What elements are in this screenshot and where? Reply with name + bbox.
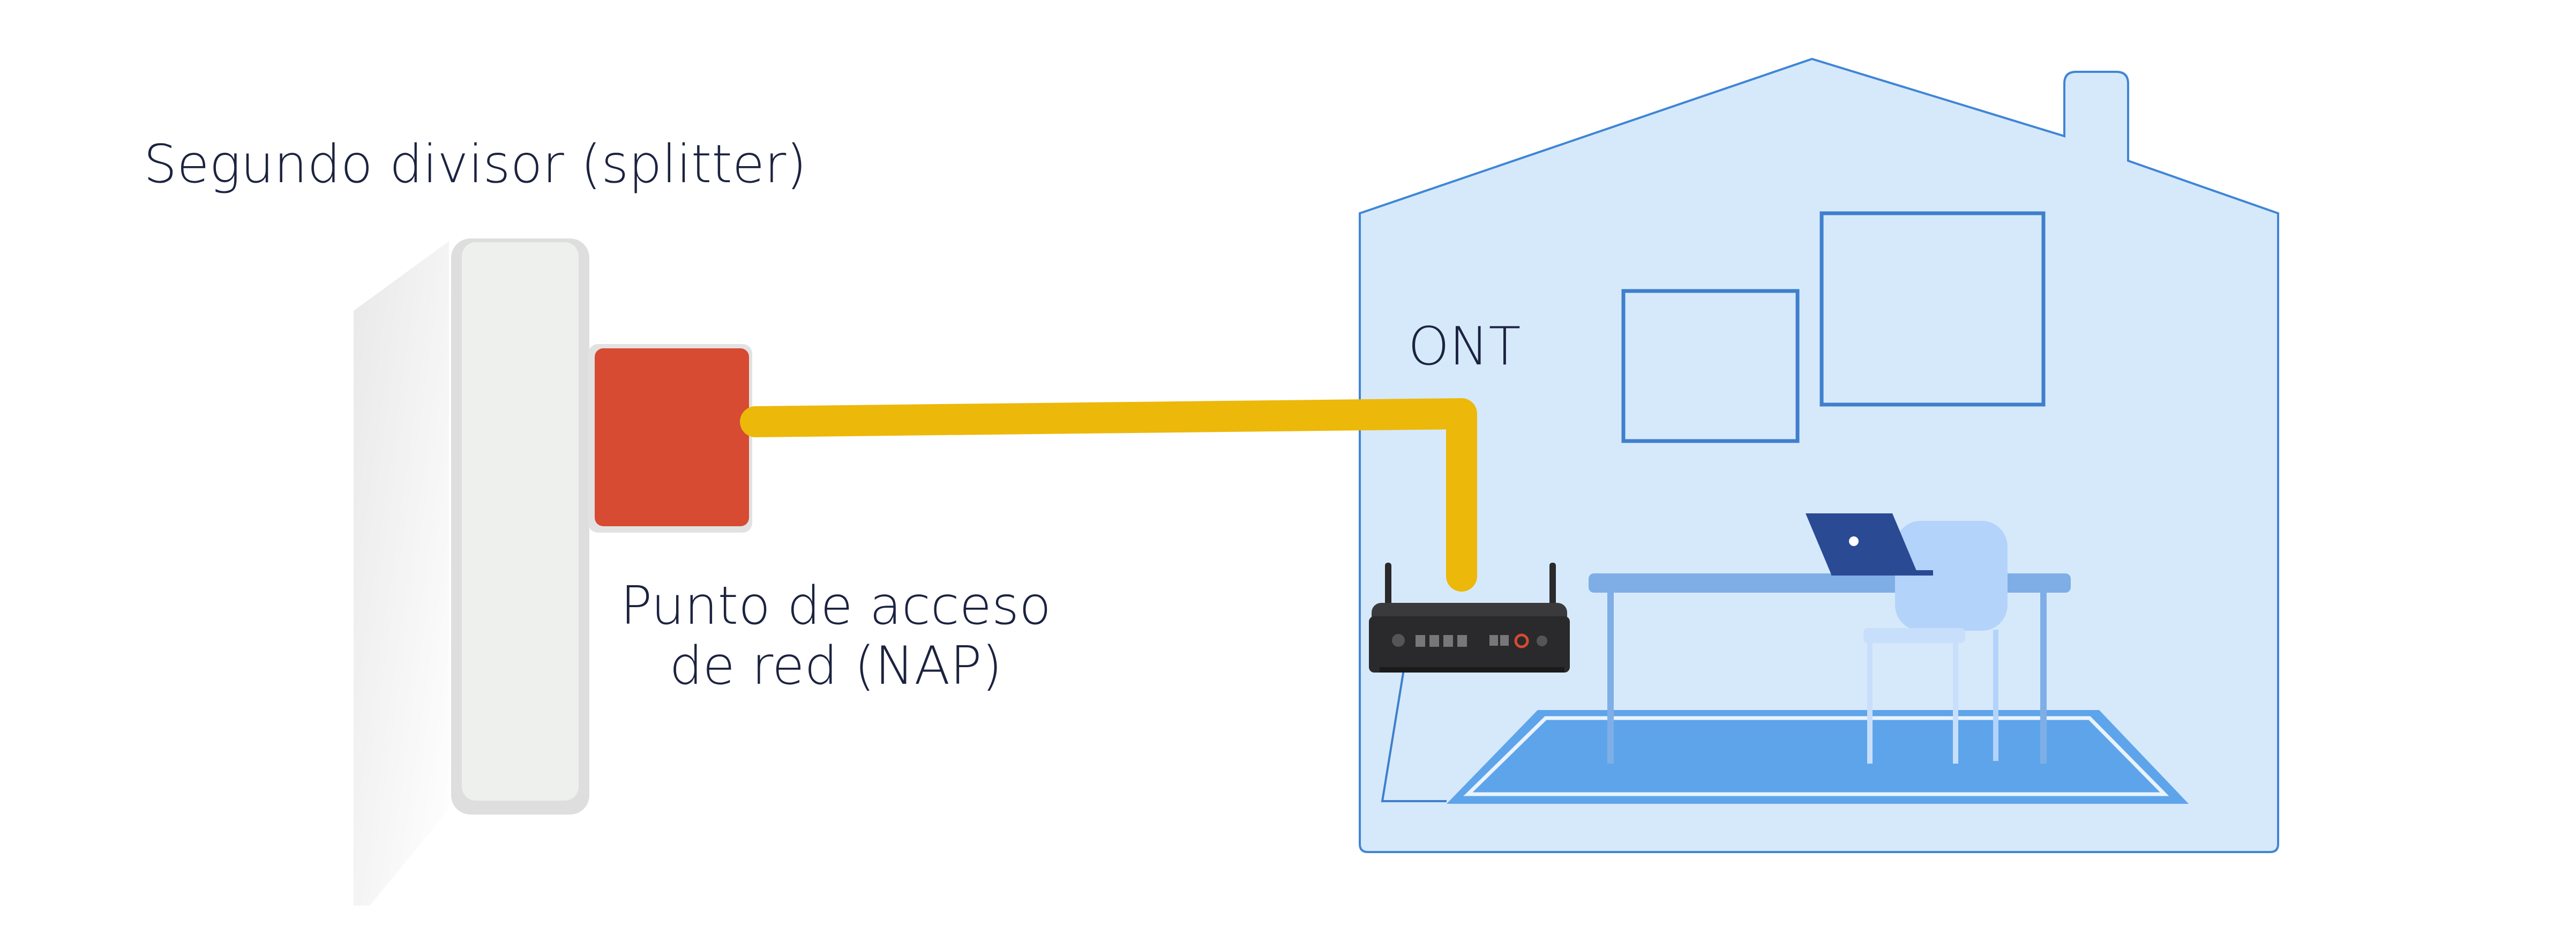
rug <box>1447 710 2189 804</box>
house <box>1359 57 2279 853</box>
router-cord <box>1381 669 1447 802</box>
rug-border <box>1463 716 2169 796</box>
chair <box>1863 521 2008 764</box>
fiber-cable <box>740 398 1477 592</box>
ont-router <box>1369 563 1570 673</box>
picture-frame-small <box>1621 289 1800 443</box>
nap-label: Punto de acceso de red (NAP) <box>568 576 1104 696</box>
nap-label-line-2: de red (NAP) <box>669 636 1002 697</box>
picture-frame-large <box>1819 211 2046 407</box>
ont-label: ONT <box>1408 316 1521 377</box>
nap-label-line-1: Punto de acceso <box>620 576 1051 637</box>
splitter-label: Segundo divisor (splitter) <box>144 134 807 195</box>
laptop <box>1806 513 1933 576</box>
nap-box <box>595 348 749 526</box>
splitter-face <box>462 242 579 801</box>
splitter-shadow <box>354 241 449 906</box>
